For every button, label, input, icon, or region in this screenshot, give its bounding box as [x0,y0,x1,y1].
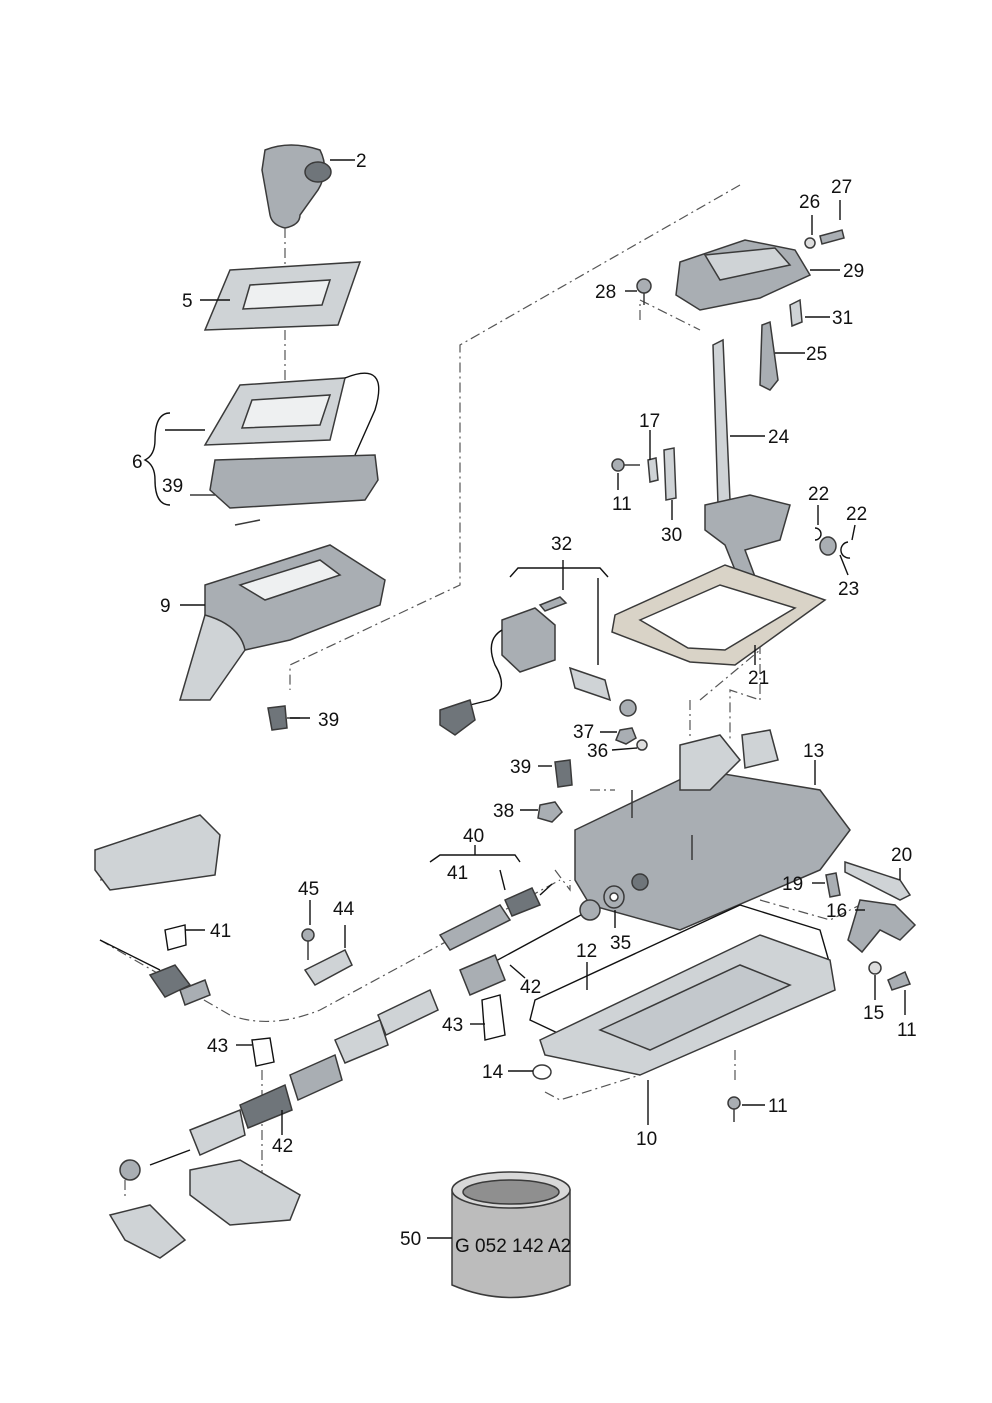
clip-41 [164,924,187,951]
callout-24: 24 [768,427,790,448]
callout-40: 40 [463,826,484,847]
screw-28 [636,278,652,305]
bushing-23 [819,536,837,556]
cable-42-lower [119,1053,343,1181]
lever-16 [847,899,917,954]
callout-2: 2 [356,151,367,172]
clip-31 [789,298,803,328]
nut-37 [615,727,637,745]
selector-cable-40 [438,883,553,951]
callout-36: 36 [587,741,608,762]
bolt-11-top [611,458,640,472]
selector-bracket [675,239,812,311]
leader-lines [143,159,906,1239]
callout-39b: 39 [318,710,339,731]
callout-39c: 39 [510,757,531,778]
callout-27: 27 [831,177,852,198]
callout-28: 28 [595,282,616,303]
gasket-21 [611,564,827,666]
callout-labels: 2 5 6 39 9 39 26 27 28 29 31 25 24 17 11… [132,151,917,1250]
circlip-22b [840,541,851,559]
clip-39-mid [554,759,573,788]
callout-44: 44 [333,899,355,920]
callout-41a: 41 [447,863,468,884]
callout-42a: 42 [520,977,541,998]
callout-17: 17 [639,411,660,432]
callout-22a: 22 [808,484,829,505]
seal-35 [603,885,625,909]
plate-30 [663,447,677,501]
bolt-45 [301,928,315,960]
callout-23: 23 [838,579,859,600]
callout-14: 14 [482,1062,504,1083]
callout-39a: 39 [162,476,183,497]
callout-25: 25 [806,344,827,365]
selector-cover-plate [203,261,362,380]
callout-42b: 42 [272,1136,293,1157]
bolt-27 [819,229,845,245]
callout-31: 31 [832,308,853,329]
callout-20: 20 [891,845,912,866]
callout-10: 10 [636,1129,657,1150]
callout-19: 19 [782,874,803,895]
cable-42-upper [334,899,601,1064]
callout-35: 35 [610,933,631,954]
callout-21: 21 [748,668,769,689]
callout-16: 16 [826,901,847,922]
bolt-11-right [887,970,912,991]
selector-lever-assembly [94,814,301,1259]
tin-label: G 052 142 A2 [455,1236,571,1257]
washer-15 [868,961,882,975]
washer-26 [804,237,816,249]
solenoid-32 [439,596,637,736]
washer-36 [636,739,648,751]
callout-11a: 11 [612,494,632,515]
gear-knob [261,144,332,265]
callout-41b: 41 [210,921,231,942]
callout-43a: 43 [442,1015,463,1036]
callout-29: 29 [843,261,864,282]
oring-14 [532,1064,552,1080]
callout-38: 38 [493,801,514,822]
spring-17 [647,457,659,483]
cover-plate-10 [539,934,836,1076]
screw-11-bottom [727,1096,741,1122]
callout-32: 32 [551,534,572,555]
callout-15: 15 [863,1003,884,1024]
clip-43-left [251,1037,275,1067]
callout-45: 45 [298,879,319,900]
callout-5: 5 [182,291,193,312]
callout-13: 13 [803,741,824,762]
callout-11b: 11 [897,1020,917,1041]
bracket-44 [303,948,353,986]
sealant-tin-50: G 052 142 A2 [451,1171,571,1299]
callout-6: 6 [132,452,143,473]
cable-41-left [99,939,211,1006]
callout-11c: 11 [768,1096,788,1117]
selector-housing [190,372,380,526]
shift-lever [704,338,791,596]
shift-housing-13 [574,729,851,931]
bolt-20 [844,860,912,901]
callout-26: 26 [799,192,820,213]
clip-39-left [267,705,300,731]
callout-50: 50 [400,1229,421,1250]
lower-housing [178,544,386,701]
clip-43-right [481,994,506,1041]
callout-9: 9 [160,596,171,617]
bolt-19 [825,872,841,898]
callout-12: 12 [576,941,597,962]
nut-38 [537,801,563,823]
pawl-25 [759,320,779,391]
callout-37: 37 [573,722,594,743]
callout-22b: 22 [846,504,867,525]
circlip-22a [814,527,822,541]
callout-30: 30 [661,525,682,546]
callout-43b: 43 [207,1036,228,1057]
